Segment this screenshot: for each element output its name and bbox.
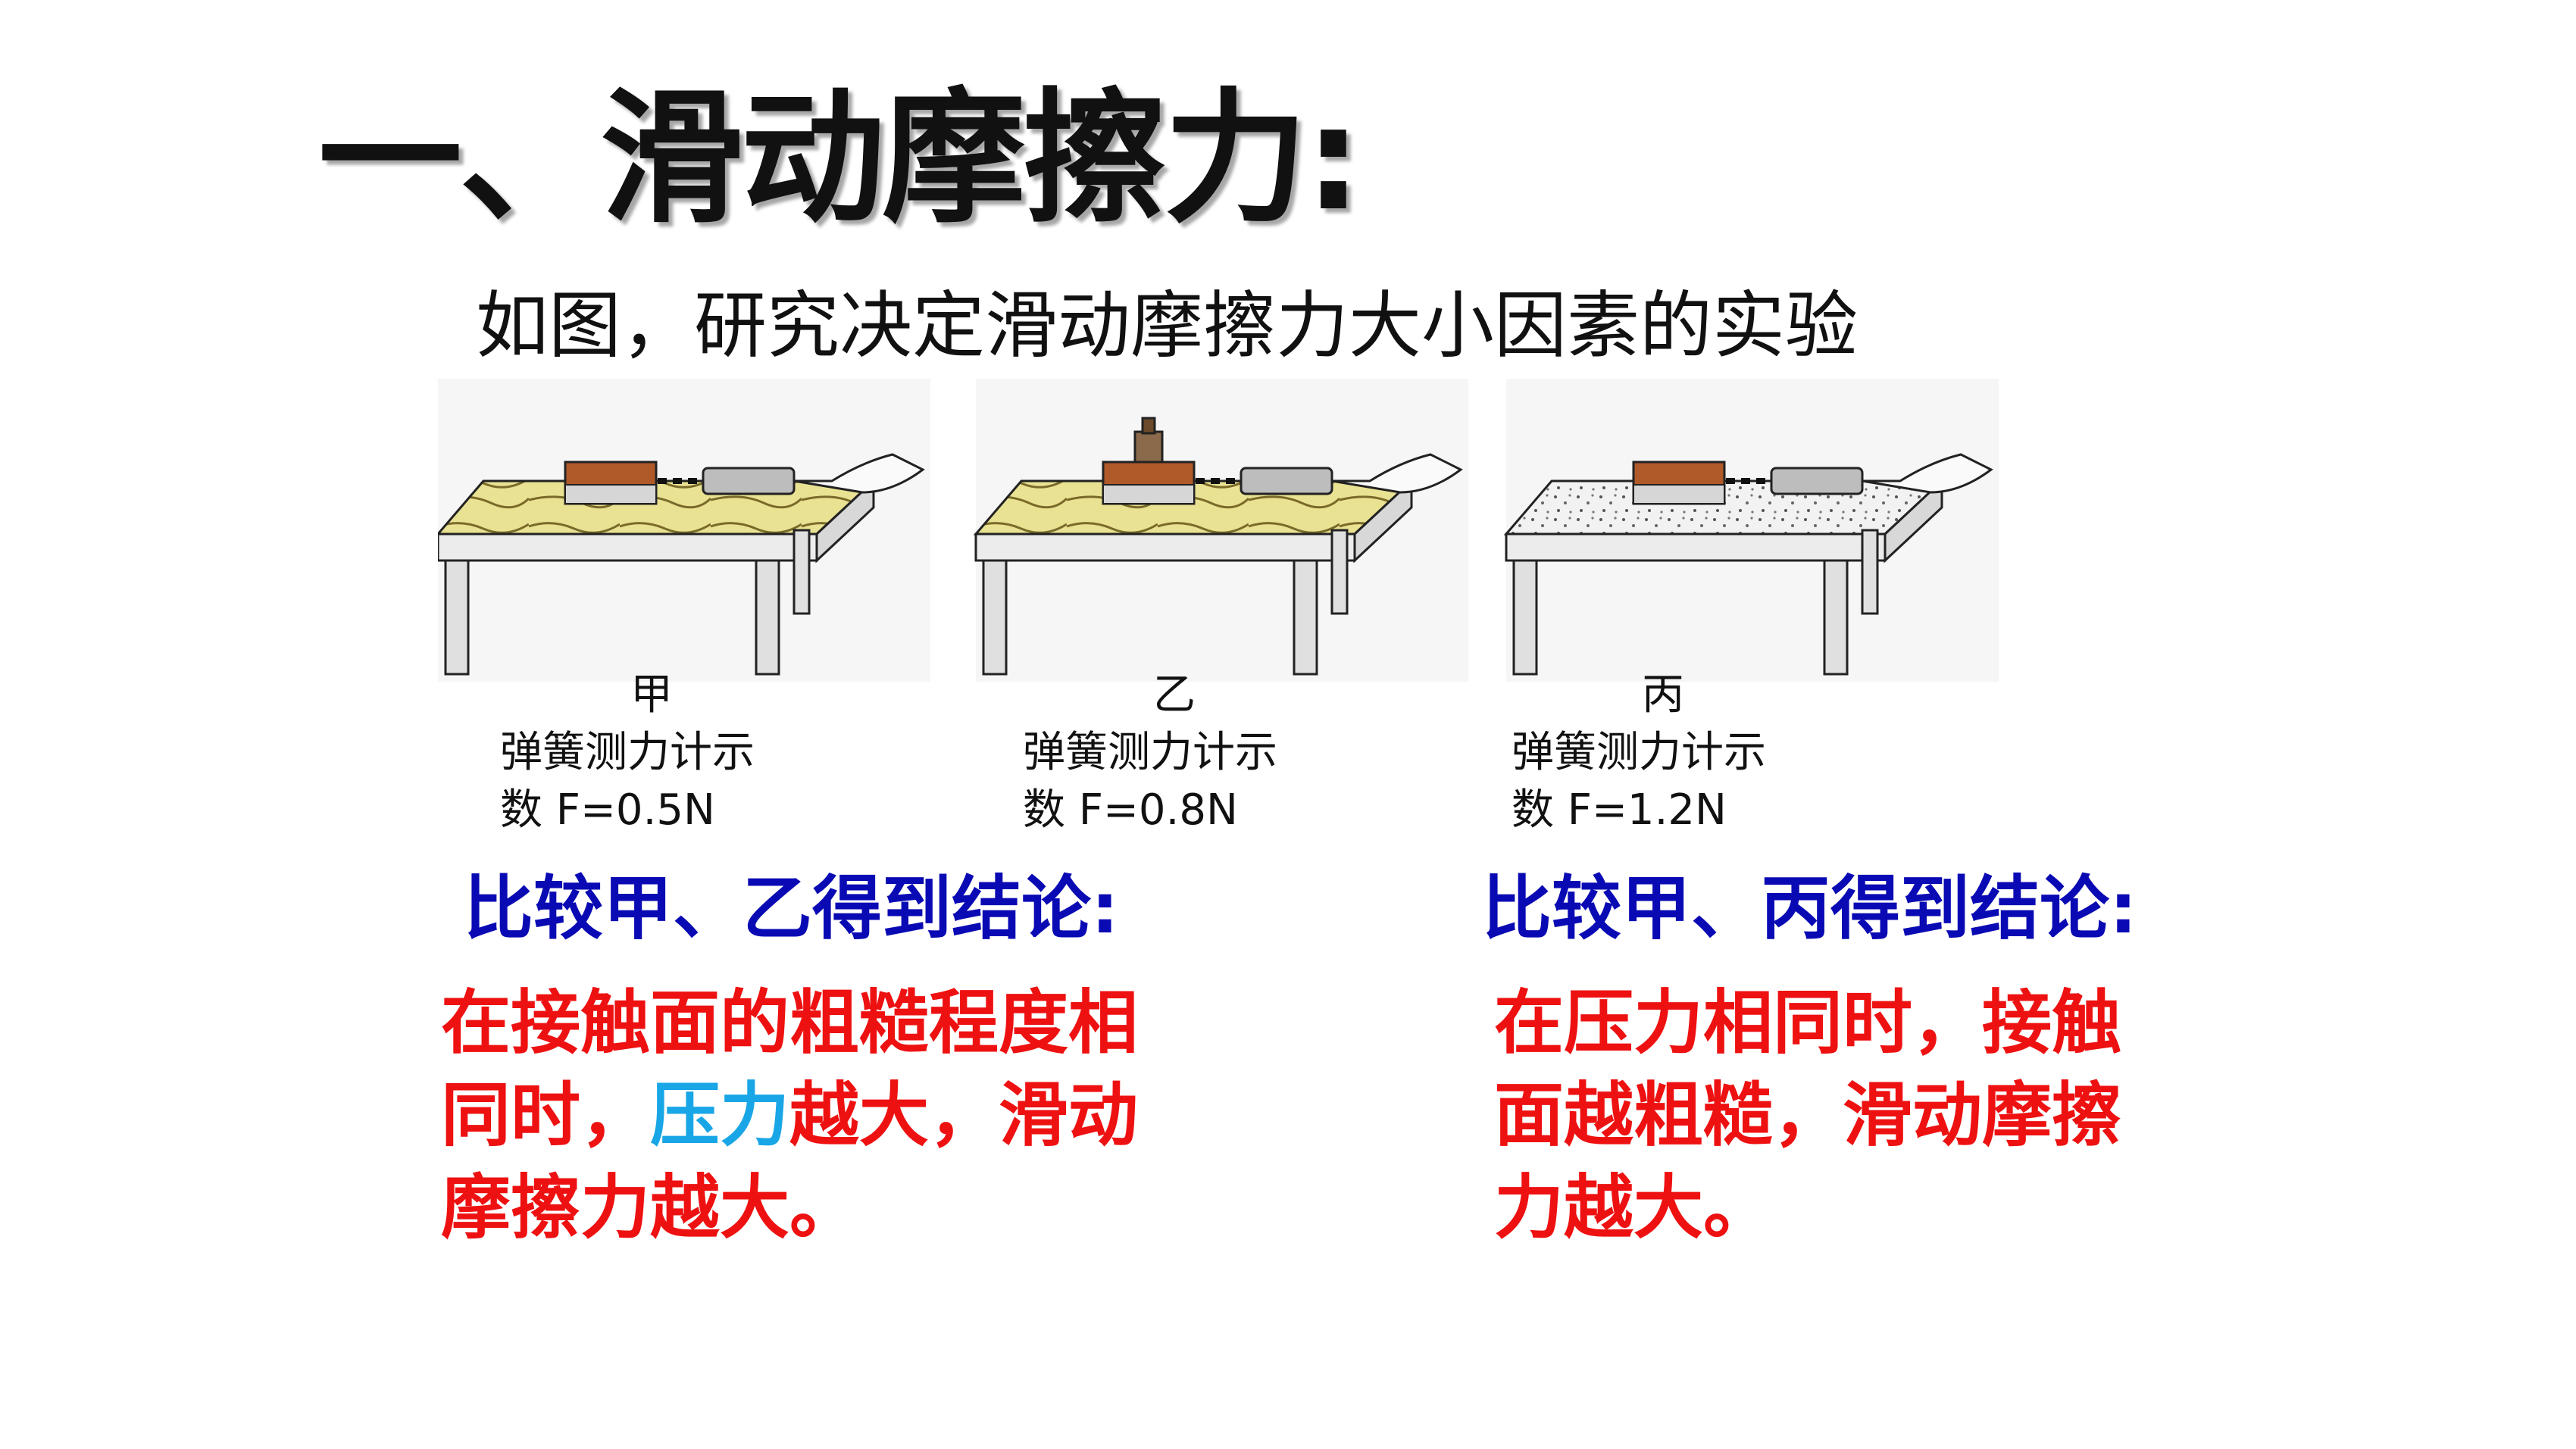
panel-caption-line: 数 F=0.8N bbox=[1023, 785, 1238, 835]
experiment-figure bbox=[438, 379, 2014, 682]
conclusion-line: 同时，压力越大，滑动 bbox=[441, 1075, 1139, 1156]
highlight-pressure: 压力 bbox=[650, 1075, 790, 1156]
panel-bing-illustration bbox=[1503, 379, 1999, 682]
conclusion-line: 在接触面的粗糙程度相 bbox=[441, 982, 1139, 1063]
conclusion-line: 在压力相同时，接触 bbox=[1494, 982, 2122, 1063]
slide-subtitle: 如图，研究决定滑动摩擦力大小因素的实验 bbox=[476, 283, 1858, 368]
panel-caption-line: 数 F=1.2N bbox=[1512, 785, 1727, 835]
panel-caption-line: 数 F=0.5N bbox=[500, 785, 715, 835]
panel-label: 乙 bbox=[1153, 670, 1196, 720]
weight-icon bbox=[1133, 430, 1164, 464]
slide-title: 一、滑动摩擦力: bbox=[318, 75, 1362, 242]
panel-yi-caption: 乙 弹簧测力计示 数 F=0.8N bbox=[1023, 667, 1326, 839]
panel-yi-illustration bbox=[973, 379, 1468, 682]
conclusion-line: 摩擦力越大。 bbox=[441, 1167, 860, 1248]
panel-label: 丙 bbox=[1642, 670, 1684, 720]
conclusion-jia-bing: 在压力相同时，接触 面越粗糙，滑动摩擦 力越大。 bbox=[1494, 977, 2121, 1254]
panel-caption-line: 弹簧测力计示 bbox=[1512, 728, 1766, 777]
panel-label: 甲 bbox=[630, 670, 673, 720]
conclusion-line: 力越大。 bbox=[1494, 1167, 1774, 1248]
panel-bing-caption: 丙 弹簧测力计示 数 F=1.2N bbox=[1512, 667, 1815, 839]
panel-caption-line: 弹簧测力计示 bbox=[500, 728, 755, 777]
experiment-illustration bbox=[438, 379, 1999, 682]
panel-jia-illustration bbox=[438, 379, 930, 682]
panel-caption-line: 弹簧测力计示 bbox=[1023, 728, 1277, 777]
conclusion-line: 面越粗糙，滑动摩擦 bbox=[1494, 1075, 2122, 1156]
conclusion-jia-yi: 在接触面的粗糙程度相 同时，压力越大，滑动 摩擦力越大。 bbox=[441, 977, 1138, 1254]
compare-jia-yi-heading: 比较甲、乙得到结论: bbox=[464, 868, 1119, 949]
compare-jia-bing-heading: 比较甲、丙得到结论: bbox=[1482, 868, 2137, 949]
panel-jia-caption: 甲 弹簧测力计示 数 F=0.5N bbox=[500, 667, 803, 839]
